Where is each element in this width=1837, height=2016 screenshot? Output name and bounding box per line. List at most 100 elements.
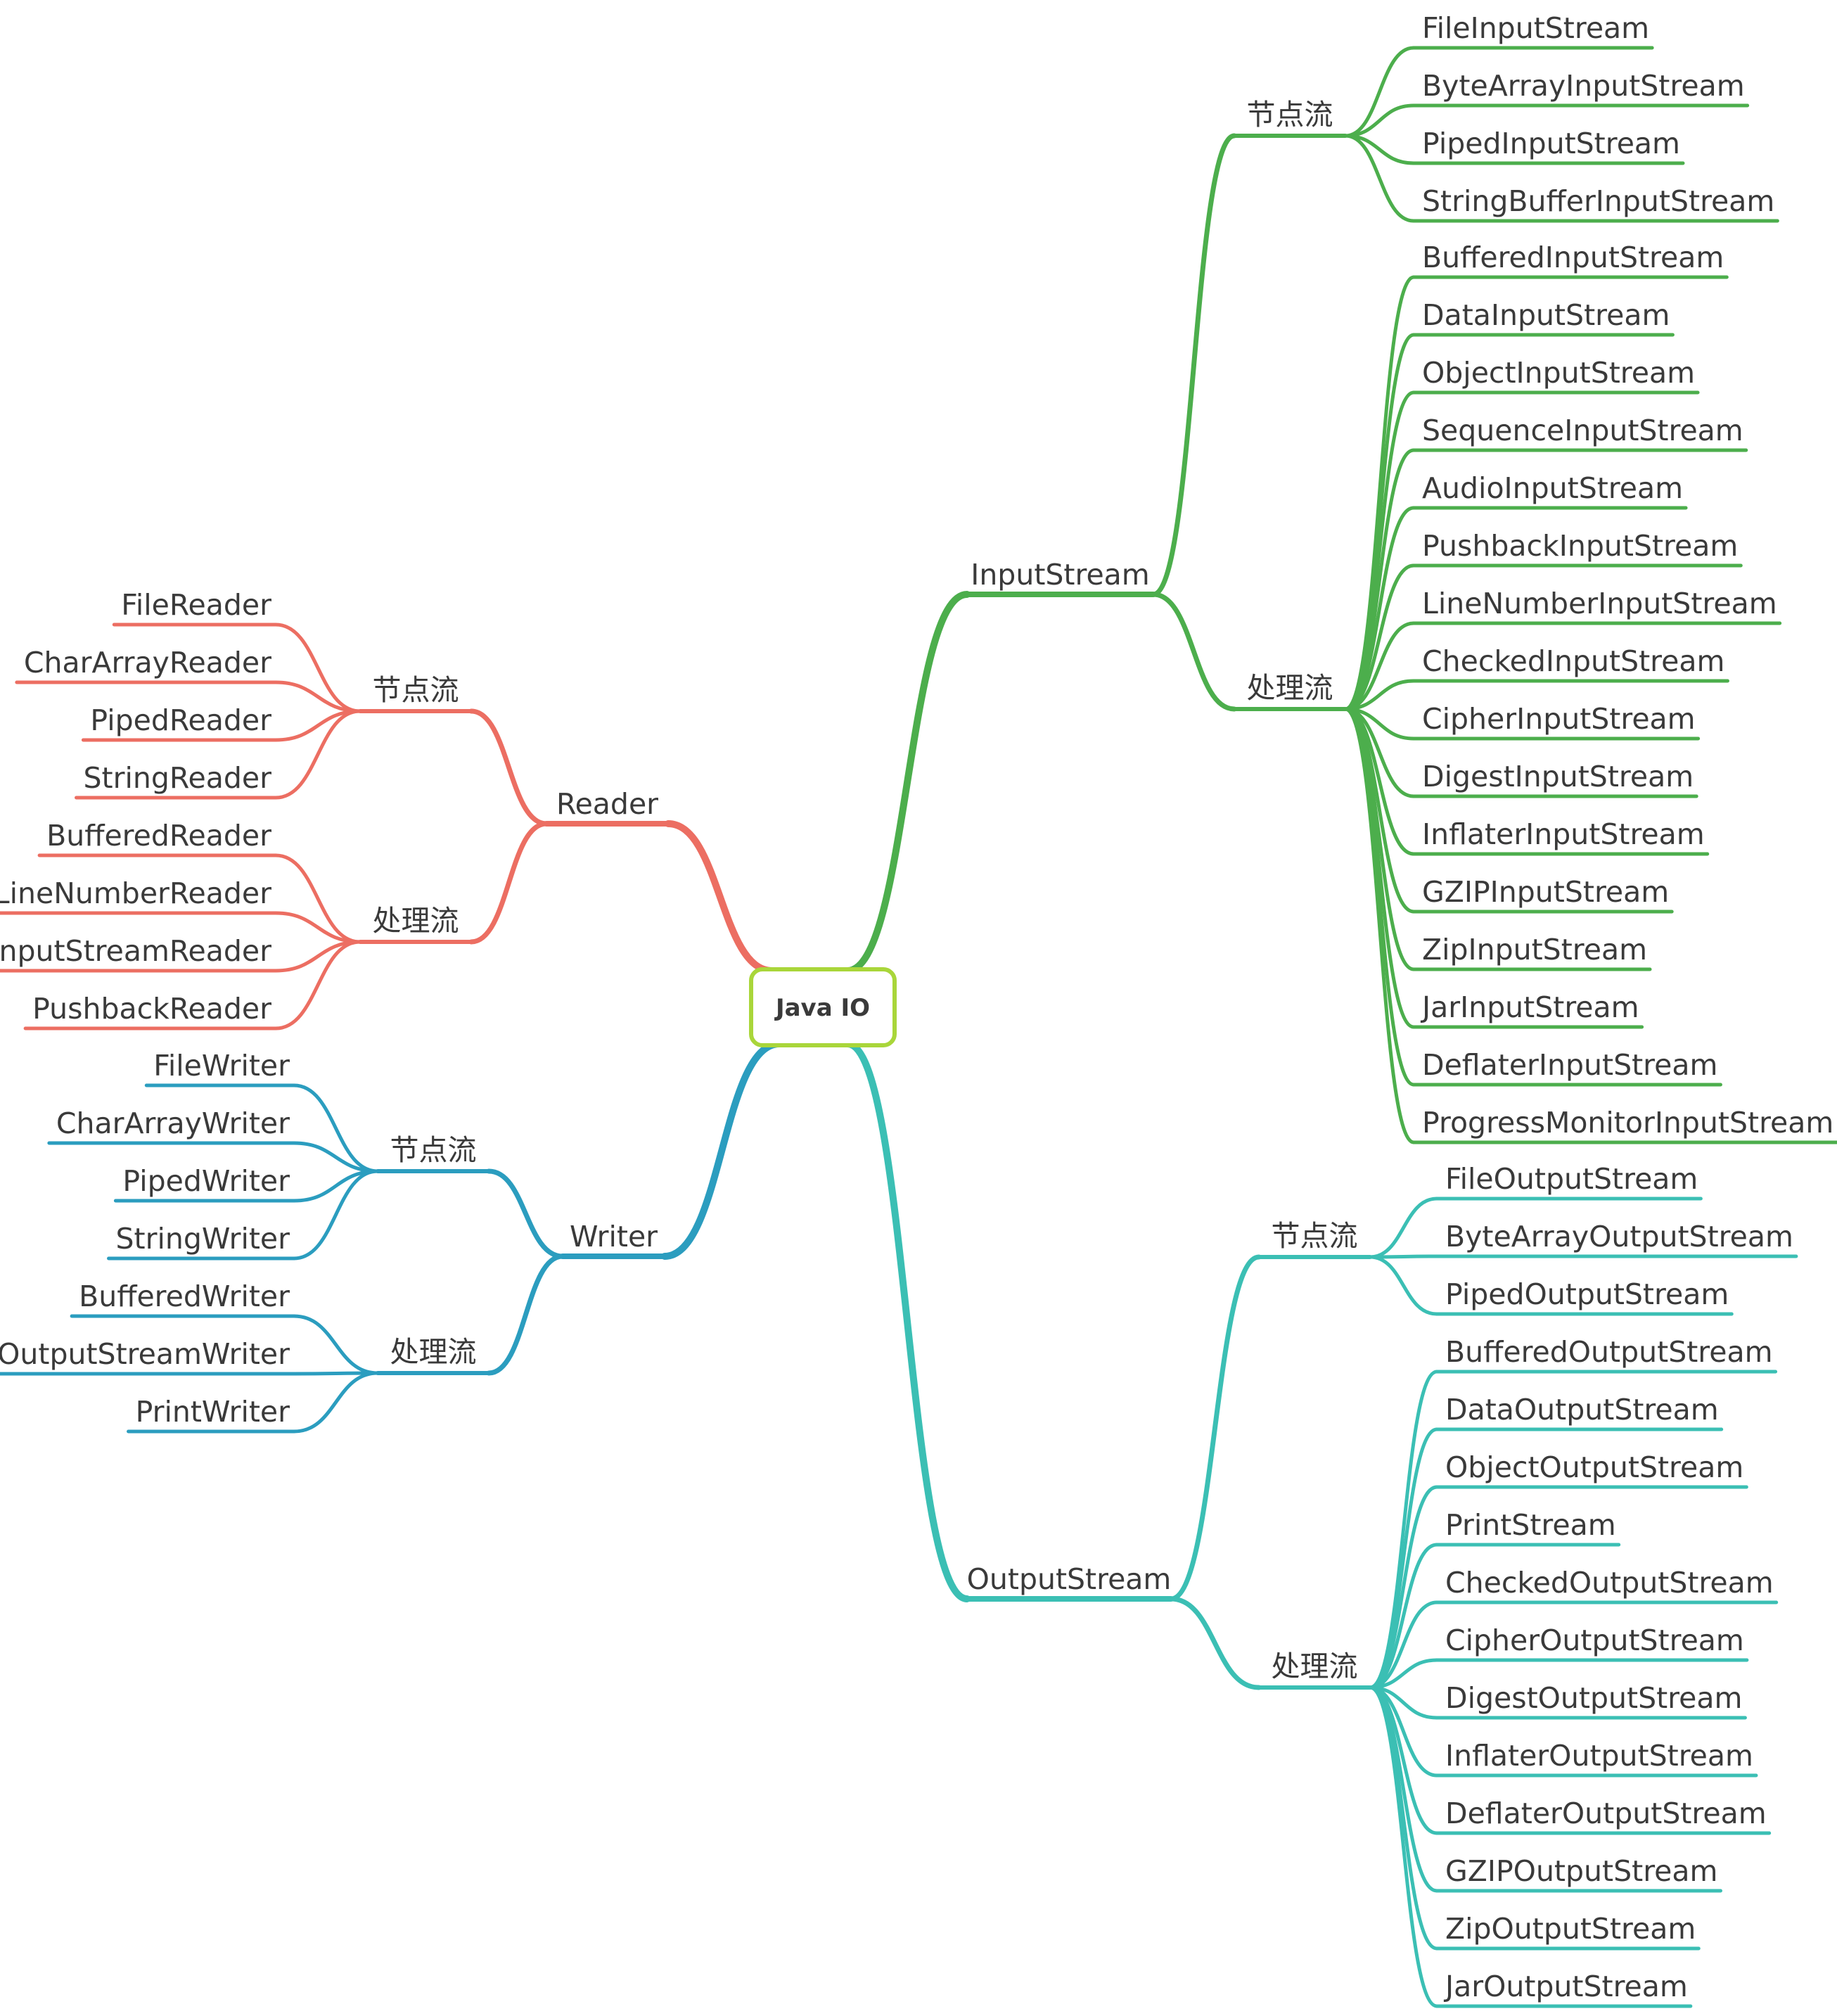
reader-node-leaf-label[interactable]: StringReader [84,761,272,795]
writer-node-leaf-connector [292,1169,380,1203]
input-process-leaf-connector [1343,506,1416,711]
reader-node-leaf-label[interactable]: PipedReader [90,703,271,737]
output-process-leaf-label[interactable]: DigestOutputStream [1445,1681,1742,1715]
input-process-leaf-label[interactable]: ZipInputStream [1422,933,1647,966]
output-process-leaf-connector [1368,1658,1439,1690]
output-process-leaf-label[interactable]: DataOutputStream [1445,1393,1719,1427]
output-node-leaf-connector [1368,1254,1439,1259]
input-process-leaf-label[interactable]: CipherInputStream [1422,702,1696,736]
writer-node-leaf-label[interactable]: CharArrayWriter [56,1106,290,1140]
output-process-leaf-connector [1368,1370,1439,1690]
input-node-leaf-connector [1343,134,1416,223]
writer-process-connector [486,1253,565,1376]
input-process-leaf-label[interactable]: ProgressMonitorInputStream [1422,1106,1833,1140]
input-node-leaf-label[interactable]: FileInputStream [1422,11,1649,45]
reader-node-connector [468,708,549,827]
input-process-leaf-label[interactable]: PushbackInputStream [1422,529,1738,563]
input-process-leaf-label[interactable]: LineNumberInputStream [1422,587,1777,620]
writer-process-leaf-label[interactable]: BufferedWriter [79,1280,290,1313]
reader-trunk [665,820,776,974]
output-process-leaf-label[interactable]: GZIPOutputStream [1445,1854,1717,1888]
input-process-connector [1151,592,1237,712]
reader-label[interactable]: Reader [556,787,658,821]
root-node-box[interactable] [749,967,897,1047]
input-node-leaf-connector [1343,103,1416,138]
input-process-leaf-connector [1343,621,1416,711]
input-process-leaf-connector [1343,679,1416,711]
input-process-leaf-label[interactable]: ObjectInputStream [1422,356,1695,390]
output-process-leaf-label[interactable]: ZipOutputStream [1445,1912,1696,1946]
output-process-leaf-connector [1368,1485,1439,1690]
reader-node-leaf-connector [274,709,362,742]
input-node-leaf-connector [1343,46,1416,138]
input-process-label[interactable]: 处理流 [1247,671,1333,705]
root-node[interactable]: Java IO [749,967,897,1047]
output-process-leaf-connector [1368,1685,1439,2008]
output-process-connector [1168,1596,1262,1690]
input-process-leaf-label[interactable]: DigestInputStream [1422,760,1694,793]
output-process-leaf-label[interactable]: CipherOutputStream [1445,1623,1744,1657]
output-node-connector [1168,1254,1262,1602]
input-process-leaf-label[interactable]: DataInputStream [1422,298,1670,332]
output-node-leaf-label[interactable]: FileOutputStream [1445,1162,1698,1196]
input-process-leaf-label[interactable]: BufferedInputStream [1422,241,1724,274]
output-process-leaf-label[interactable]: PrintStream [1445,1508,1616,1542]
reader-process-leaf-connector [274,853,362,944]
output-node-label[interactable]: 节点流 [1272,1219,1358,1253]
input-trunk [844,591,971,974]
output-trunk [844,1040,971,1602]
writer-label[interactable]: Writer [570,1220,658,1253]
reader-process-leaf-label[interactable]: BufferedReader [46,819,271,853]
output-label[interactable]: OutputStream [967,1562,1172,1596]
writer-node-leaf-connector [292,1083,380,1173]
writer-process-leaf-label[interactable]: PrintWriter [136,1395,290,1429]
output-process-leaf-label[interactable]: ObjectOutputStream [1445,1450,1743,1484]
output-process-leaf-connector [1368,1543,1439,1690]
input-process-leaf-connector [1343,707,1416,1144]
reader-node-leaf-connector [274,623,362,713]
writer-node-connector [486,1168,565,1259]
output-process-leaf-label[interactable]: BufferedOutputStream [1445,1335,1773,1369]
input-process-leaf-label[interactable]: CheckedInputStream [1422,644,1724,678]
writer-process-leaf-connector [292,1371,380,1434]
writer-node-label[interactable]: 节点流 [390,1133,477,1167]
input-process-leaf-label[interactable]: JarInputStream [1420,990,1639,1024]
input-node-connector [1151,133,1237,597]
writer-node-leaf-label[interactable]: PipedWriter [122,1164,290,1198]
node-labels: InputStream 节点流 FileInputStreamByteArrayIn… [0,11,1833,2003]
output-process-label[interactable]: 处理流 [1272,1650,1358,1683]
writer-node-leaf-label[interactable]: FileWriter [153,1049,290,1083]
writer-node-leaf-connector [292,1169,380,1261]
input-label[interactable]: InputStream [971,558,1150,592]
input-process-leaf-label[interactable]: DeflaterInputStream [1422,1048,1717,1082]
reader-process-leaf-label[interactable]: PushbackReader [32,992,271,1026]
writer-node-leaf-label[interactable]: StringWriter [116,1222,290,1256]
output-node-leaf-label[interactable]: PipedOutputStream [1445,1277,1729,1311]
reader-node-leaf-connector [274,680,362,713]
input-process-leaf-label[interactable]: AudioInputStream [1422,471,1683,505]
output-process-leaf-label[interactable]: JarOutputStream [1443,1970,1688,2003]
writer-process-leaf-label[interactable]: OutputStreamWriter [0,1337,290,1371]
reader-process-label[interactable]: 处理流 [373,904,459,938]
output-node-leaf-label[interactable]: ByteArrayOutputStream [1445,1220,1793,1253]
reader-node-leaf-label[interactable]: CharArrayReader [24,646,271,680]
input-process-leaf-connector [1343,707,1416,1087]
input-node-leaf-label[interactable]: StringBufferInputStream [1422,184,1774,218]
reader-process-leaf-connector [274,911,362,944]
input-process-leaf-label[interactable]: GZIPInputStream [1422,875,1669,909]
reader-process-leaf-label[interactable]: InputStreamReader [0,934,271,968]
writer-process-label[interactable]: 处理流 [390,1335,477,1369]
reader-process-leaf-label[interactable]: LineNumberReader [0,876,271,910]
output-process-leaf-label[interactable]: InflaterOutputStream [1445,1739,1753,1773]
reader-node-leaf-label[interactable]: FileReader [121,588,271,622]
root-node-label: Java IO [774,994,870,1022]
input-process-leaf-label[interactable]: SequenceInputStream [1422,414,1743,447]
input-node-leaf-label[interactable]: ByteArrayInputStream [1422,69,1745,103]
input-node-label[interactable]: 节点流 [1247,98,1333,132]
output-process-leaf-label[interactable]: DeflaterOutputStream [1445,1797,1767,1830]
reader-node-label[interactable]: 节点流 [373,673,459,707]
input-node-leaf-label[interactable]: PipedInputStream [1422,127,1680,160]
input-process-leaf-label[interactable]: InflaterInputStream [1422,817,1705,851]
output-process-leaf-label[interactable]: CheckedOutputStream [1445,1566,1774,1600]
